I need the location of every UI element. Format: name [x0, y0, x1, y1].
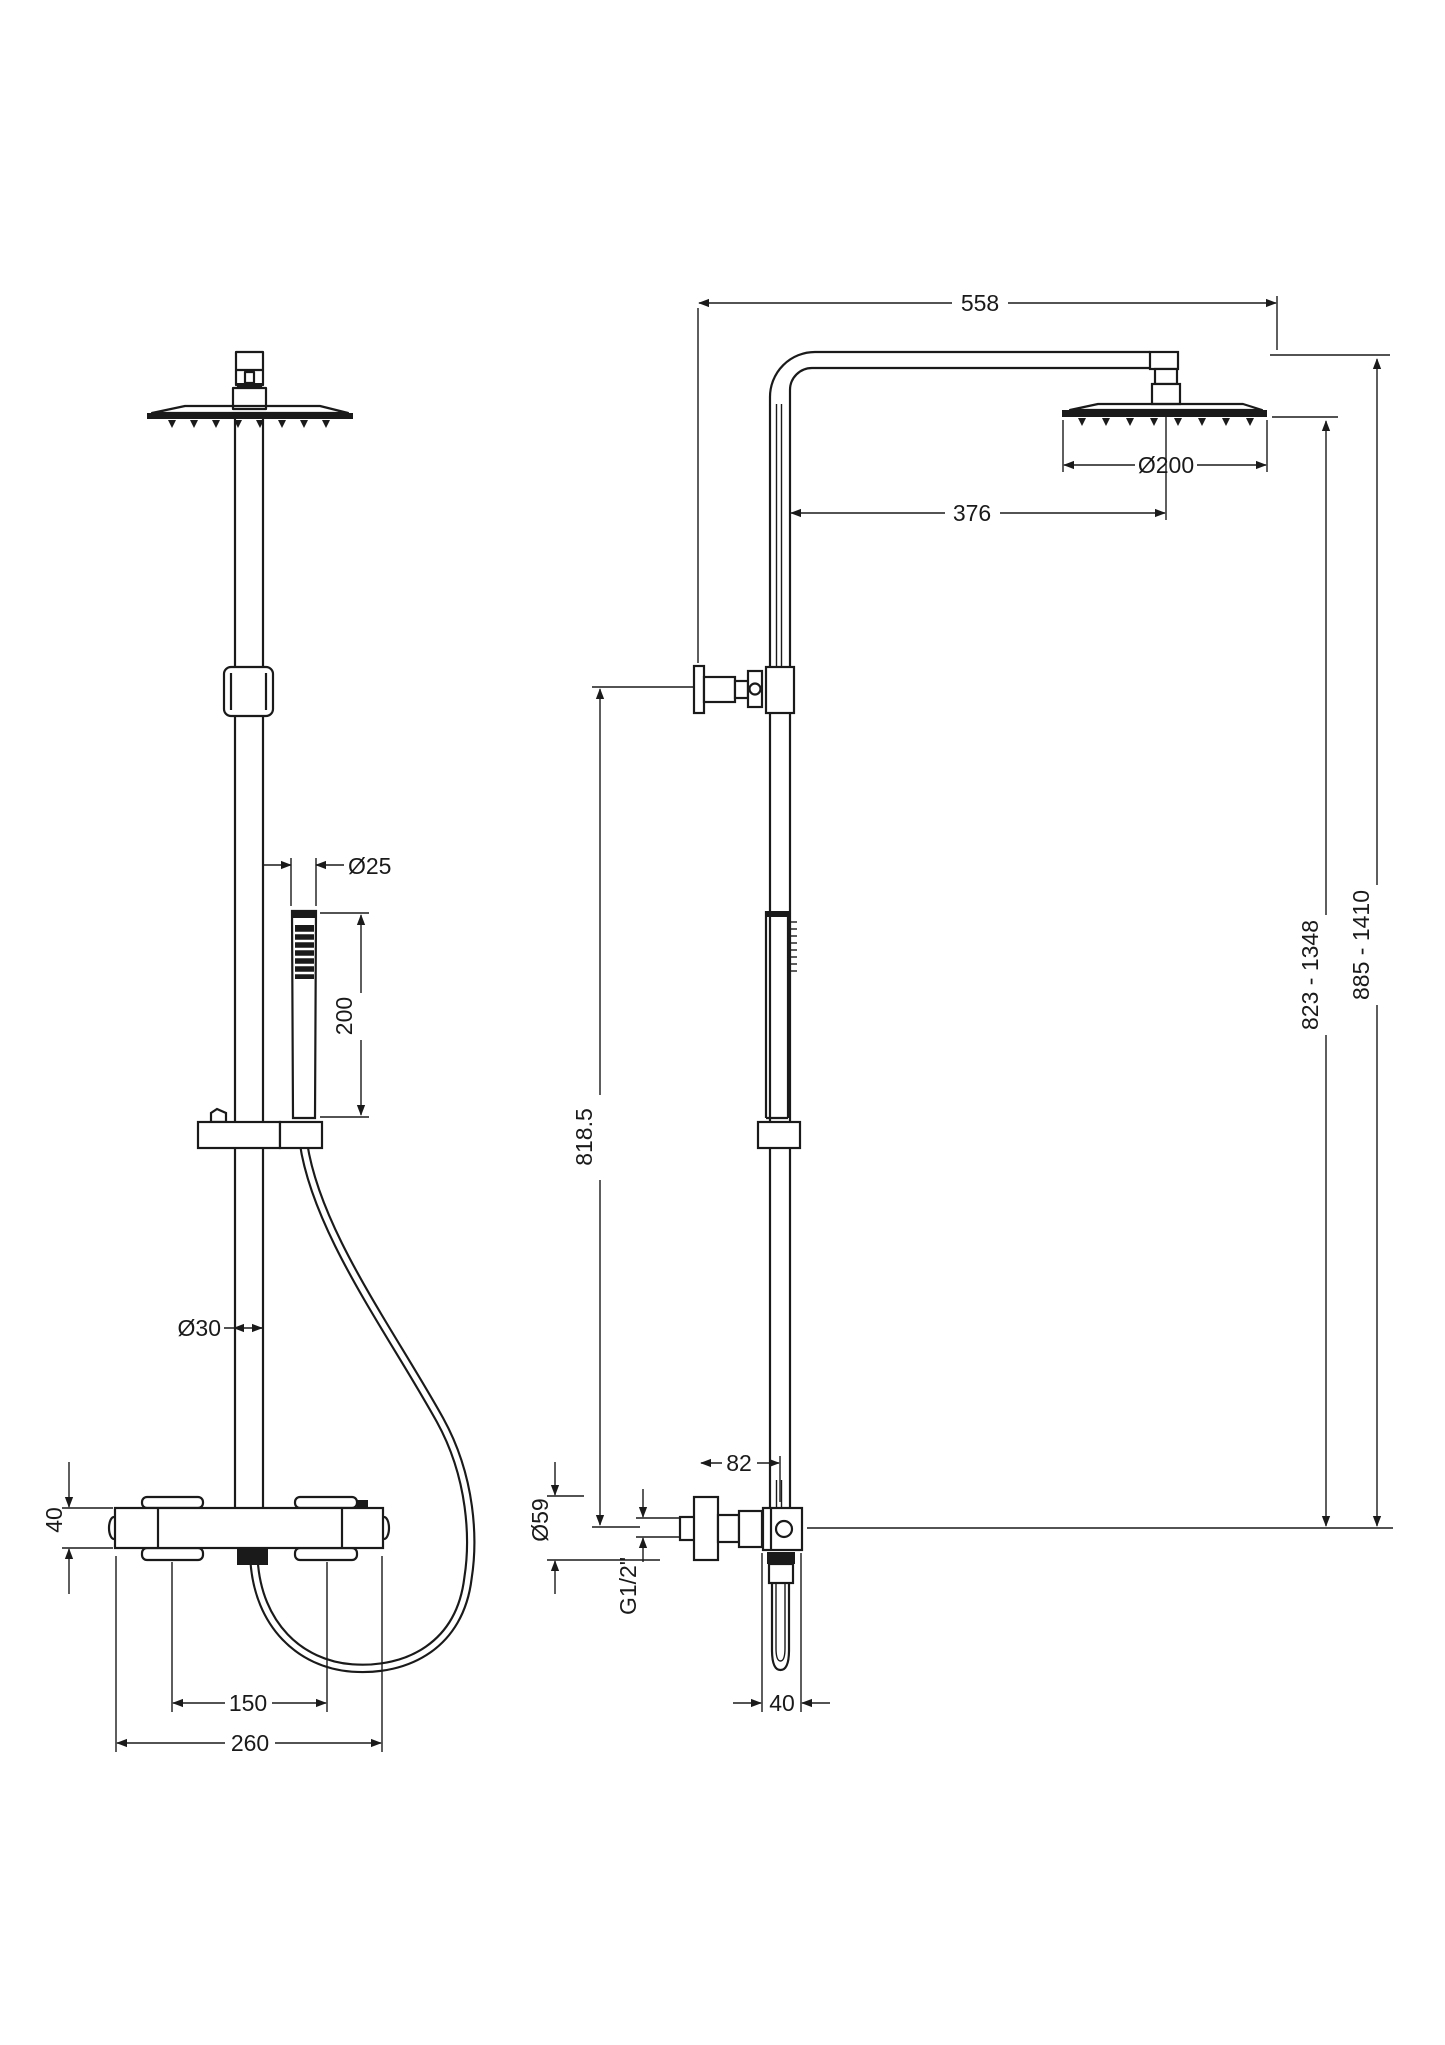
dim-label-handset-diameter: Ø25: [348, 853, 391, 879]
dim-valve-width: 260: [115, 1556, 383, 1756]
outlet-port: [774, 1519, 794, 1539]
valve-front: [107, 1495, 391, 1565]
wall-bracket-side: [692, 664, 796, 715]
dim-label-head-centre-offset: 376: [953, 500, 991, 526]
valve-side: [678, 1495, 804, 1672]
dim-valve-height: 40: [41, 1462, 113, 1594]
handset-spray-face: [295, 925, 314, 979]
dim-handset-length: 200: [320, 912, 369, 1118]
dim-label-handset-length: 200: [331, 997, 357, 1035]
dim-label-valve-width: 260: [231, 1730, 269, 1756]
side-view: 558 376 Ø200 818.5 82: [527, 290, 1393, 1716]
handset-spray-ticks: [790, 921, 797, 972]
dim-outlet-width: 40: [733, 1553, 830, 1716]
dim-riser-to-head-height: 823 - 1348: [1272, 416, 1338, 1527]
dim-label-riser-to-head-height: 823 - 1348: [1297, 920, 1323, 1030]
dim-head-centre-offset: 376: [790, 417, 1167, 526]
dim-label-bracket-to-valve-height: 818.5: [571, 1108, 597, 1166]
dim-label-arm-reach: 558: [961, 290, 999, 316]
dim-label-outlet-width: 40: [769, 1690, 795, 1716]
head-swivel-front: [231, 350, 268, 411]
dim-handset-diameter: Ø25: [263, 853, 391, 906]
handset-holder-side: [770, 1583, 791, 1672]
rain-head-front: [147, 404, 353, 428]
outlet-nut-side: [767, 1552, 795, 1564]
dim-bracket-to-valve-height: 818.5: [571, 686, 695, 1528]
shower-hose: [249, 1139, 476, 1674]
nozzles-front: [168, 420, 330, 428]
dim-escutcheon-diameter: Ø59: [527, 1462, 660, 1594]
handset-front: [290, 909, 318, 1120]
hose-outlet-nut: [237, 1548, 268, 1565]
rain-head-side: [1062, 402, 1267, 426]
dim-label-inlet-connection: G1/2": [615, 1557, 641, 1615]
dim-riser-diameter: Ø30: [178, 1315, 263, 1341]
dim-arm-reach: 558: [697, 290, 1278, 663]
slider-bracket-front: [196, 1107, 324, 1150]
height-adjuster-collar: [222, 665, 275, 718]
head-swivel-side: [1148, 350, 1182, 406]
dim-inlet-connection: G1/2": [615, 1489, 680, 1615]
nozzles-side: [1078, 418, 1254, 426]
front-view: Ø25 200 Ø30 40 150: [41, 350, 476, 1756]
dim-label-escutcheon-diameter: Ø59: [527, 1498, 553, 1541]
dim-label-valve-height: 40: [41, 1507, 67, 1533]
shower-arm-side: [768, 350, 1150, 1508]
dim-overall-height: 885 - 1410: [1270, 354, 1390, 1527]
dim-label-head-diameter: Ø200: [1138, 452, 1194, 478]
riser-pipe-front: [233, 419, 265, 1508]
handset-side: [756, 911, 802, 1150]
dim-label-riser-diameter: Ø30: [178, 1315, 221, 1341]
dim-label-wall-to-riser: 82: [726, 1450, 752, 1476]
wall-inlet-stub: [678, 1515, 697, 1542]
dim-head-diameter: Ø200: [1062, 420, 1268, 478]
slider-bracket-side: [756, 1120, 802, 1150]
dim-label-overall-height: 885 - 1410: [1348, 890, 1374, 1000]
escutcheon: [692, 1495, 720, 1562]
dim-wall-to-riser: 82: [700, 1450, 781, 1502]
dim-label-handle-centres: 150: [229, 1690, 267, 1716]
dim-handle-centres: 150: [171, 1562, 328, 1716]
